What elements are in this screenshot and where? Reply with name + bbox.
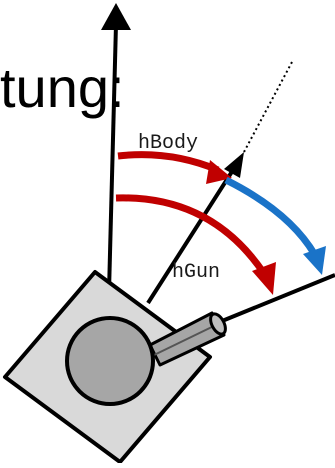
body-heading-arc-arrow: [206, 160, 232, 184]
turret: [65, 316, 155, 406]
hgun-label: hGun: [172, 261, 220, 284]
gun-heading-arc: [115, 194, 266, 274]
north-arrow-head: [101, 3, 131, 30]
gun-heading-arc-arrow: [252, 262, 276, 295]
section-heading: tung:: [0, 56, 125, 119]
body-heading-arc: [117, 151, 220, 174]
body-direction-line: [146, 168, 235, 305]
gun-barrel-center: [151, 323, 219, 357]
relative-gun-arc-arrow: [303, 246, 326, 275]
hbody-label: hBody: [138, 132, 198, 155]
relative-gun-arc: [224, 176, 319, 257]
gun-muzzle: [209, 312, 227, 336]
body-direction-arrow-head: [224, 152, 244, 178]
body-direction-extension: [243, 61, 293, 153]
north-axis-line: [106, 23, 118, 331]
